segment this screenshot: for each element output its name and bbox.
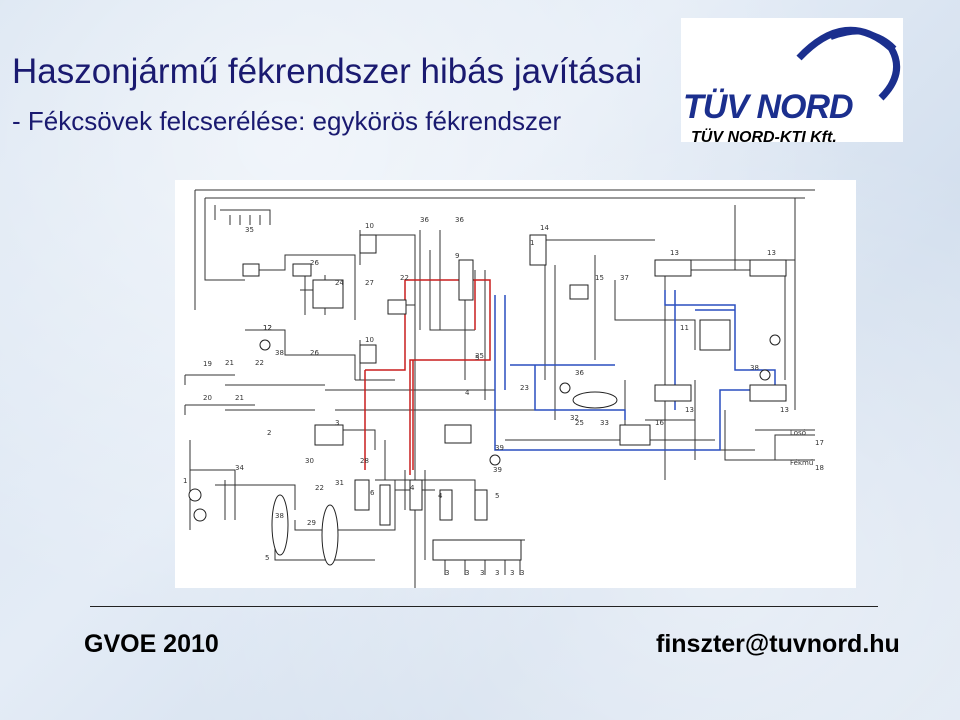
callout-number: 3 — [480, 569, 484, 577]
red-brake-pipes — [364, 279, 491, 475]
footer-divider — [90, 606, 878, 607]
callout-number: 22 — [315, 484, 324, 492]
tuv-nord-logo: TÜV NORD TÜV NORD-KTI Kft. — [681, 18, 903, 146]
logo-company-text: TÜV NORD-KTI Kft. — [691, 129, 837, 146]
callout-number: 36 — [575, 369, 584, 377]
callout-number: 33 — [600, 419, 609, 427]
callout-number: 26 — [310, 259, 319, 267]
callout-number: 39 — [493, 466, 502, 474]
callout-number: 30 — [305, 457, 314, 465]
callout-number: 13 — [767, 249, 776, 257]
logo-brand-text: TÜV NORD — [683, 88, 854, 126]
callout-number: 17 — [815, 439, 824, 447]
callout-number: 21 — [225, 359, 234, 367]
callout-number: 6 — [370, 489, 375, 497]
callout-number: 1 — [183, 477, 187, 485]
callout-number: 37 — [620, 274, 629, 282]
side-label-fekmu: Fékmű — [790, 458, 813, 467]
schematic-components — [188, 234, 787, 566]
logo-swoosh-icon — [796, 26, 901, 101]
callout-number: 3 — [445, 569, 449, 577]
callout-number: 34 — [235, 464, 244, 472]
callout-number: 1 — [530, 239, 534, 247]
callout-number: 19 — [203, 360, 212, 368]
callout-number: 11 — [680, 324, 689, 332]
callout-number: 35 — [475, 352, 484, 360]
side-label-losó: Lösó — [790, 429, 806, 437]
footer-email: finszter@tuvnord.hu — [656, 630, 900, 658]
slide-subtitle: - Fékcsövek felcserélése: egykörös fékre… — [12, 106, 562, 136]
callout-number: 4 — [465, 389, 470, 397]
callout-number: 4 — [410, 484, 415, 492]
callout-number: 22 — [255, 359, 264, 367]
callout-number: 13 — [685, 406, 694, 414]
callout-number: 28 — [360, 457, 369, 465]
callout-number: 10 — [365, 336, 374, 344]
callout-number: 36 — [455, 216, 464, 224]
callout-number: 12 — [263, 324, 272, 332]
callout-number: 31 — [335, 479, 344, 487]
callout-number: 35 — [245, 226, 254, 234]
callout-number: 39 — [495, 444, 504, 452]
callout-number: 12 — [263, 324, 272, 332]
callout-number: 38 — [275, 512, 284, 520]
callout-number: 10 — [365, 222, 374, 230]
callout-number: 2 — [267, 429, 271, 437]
callout-number: 3 — [520, 569, 524, 577]
callout-number: 5 — [495, 492, 499, 500]
callout-number: 27 — [365, 279, 374, 287]
callout-number: 38 — [750, 364, 759, 372]
callout-number: 32 — [570, 414, 579, 422]
callout-number: 9 — [455, 252, 459, 260]
callout-number: 22 — [400, 274, 409, 282]
callout-number: 15 — [595, 274, 604, 282]
callout-number: 24 — [335, 279, 344, 287]
callout-number: 5 — [475, 354, 479, 362]
callout-number: 20 — [203, 394, 212, 402]
callout-number: 14 — [540, 224, 549, 232]
callout-number: 36 — [420, 216, 429, 224]
callout-number: 3 — [335, 419, 339, 427]
callout-number: 3 — [495, 569, 499, 577]
callout-number: 29 — [307, 519, 316, 527]
callout-number: 3 — [465, 569, 469, 577]
callout-number: 16 — [655, 419, 664, 427]
callout-number: 4 — [438, 492, 443, 500]
footer-event-label: GVOE 2010 — [84, 630, 219, 658]
callout-number: 23 — [520, 384, 529, 392]
callout-number: 18 — [815, 464, 824, 472]
callout-number: 3 — [510, 569, 514, 577]
callout-number: 13 — [780, 406, 789, 414]
callout-number: 21 — [235, 394, 244, 402]
slide-title: Haszonjármű fékrendszer hibás javításai — [12, 52, 643, 91]
callout-number: 5 — [265, 554, 269, 562]
callout-number: 13 — [670, 249, 679, 257]
callout-number: 25 — [575, 419, 584, 427]
callout-number: 38 — [275, 349, 284, 357]
callout-number: 26 — [310, 349, 319, 357]
